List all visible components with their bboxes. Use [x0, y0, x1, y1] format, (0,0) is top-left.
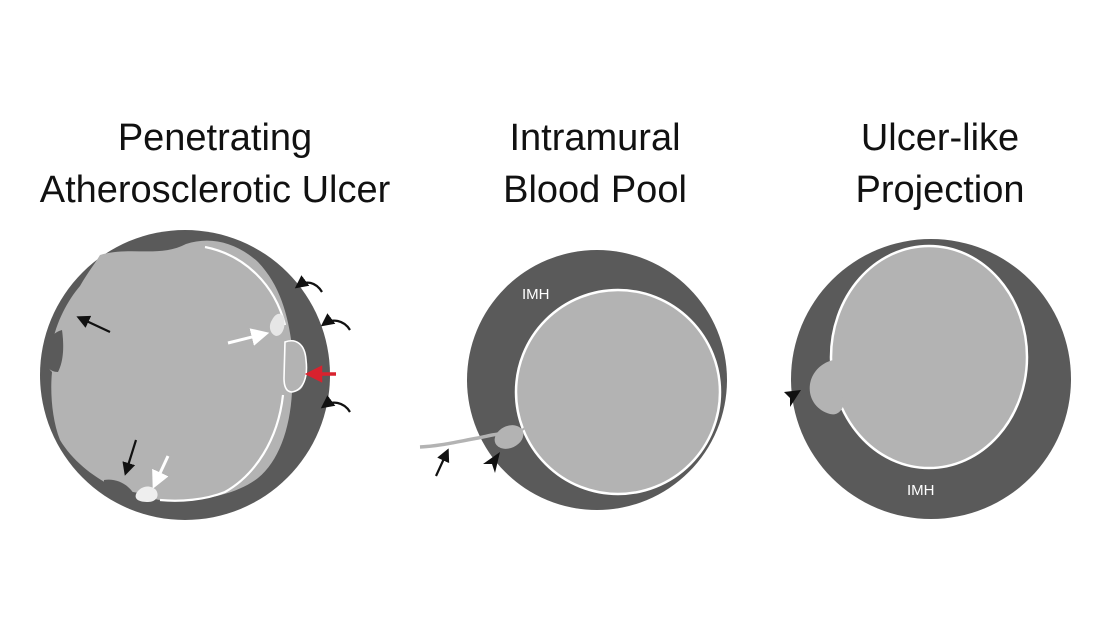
ibp-branch-vessel [419, 432, 501, 449]
ulp-projection [809, 360, 844, 415]
ibp-arrow [435, 448, 450, 477]
ulp-imh-label: IMH [907, 482, 935, 499]
ibp-branch-connector [521, 425, 529, 431]
ulp-arrowhead [784, 390, 801, 407]
ibp-title-line1: Intramural [509, 117, 681, 159]
ibp-imh-label: IMH [522, 286, 550, 303]
ulp-lumen [829, 244, 1029, 470]
pau-white-arrow-2 [152, 455, 170, 489]
pau-black-arrow-1 [76, 315, 111, 333]
pau-title-line1: Penetrating [117, 117, 313, 159]
pau-calcification-upper [269, 313, 285, 336]
ibp-arrowhead [483, 452, 500, 473]
pau-lumen [46, 240, 305, 501]
pau-intima-lower [159, 394, 285, 502]
ulp-title-line2: Projection [855, 169, 1025, 211]
pau-calcification-lower [135, 486, 158, 502]
ibp-lumen [514, 288, 722, 496]
ulp-title: Ulcer-like Projection [790, 112, 1090, 216]
pau-plaque-left [42, 330, 64, 372]
ibp-title: Intramural Blood Pool [445, 112, 745, 216]
pau-plaque-bottom [104, 479, 134, 497]
pau-title-line2: Atherosclerotic Ulcer [39, 169, 391, 211]
pau-white-arrow-1 [227, 328, 270, 346]
pau-intima-upper [204, 245, 287, 326]
ibp-title-line2: Blood Pool [503, 169, 687, 211]
pau-black-arrow-2 [122, 439, 138, 476]
ibp-blood-pool [494, 425, 524, 449]
pau-curved-arrow-1 [294, 275, 323, 293]
pau-curved-arrow-3 [320, 395, 351, 413]
pau-ulcer-crater [283, 340, 308, 393]
ulp-title-line1: Ulcer-like [860, 117, 1020, 159]
pau-title: Penetrating Atherosclerotic Ulcer [0, 112, 430, 216]
pau-diagram [40, 230, 351, 520]
pau-curved-arrow-2 [320, 313, 351, 331]
ulp-diagram: IMH [784, 239, 1071, 519]
ibp-diagram: IMH [419, 250, 727, 510]
